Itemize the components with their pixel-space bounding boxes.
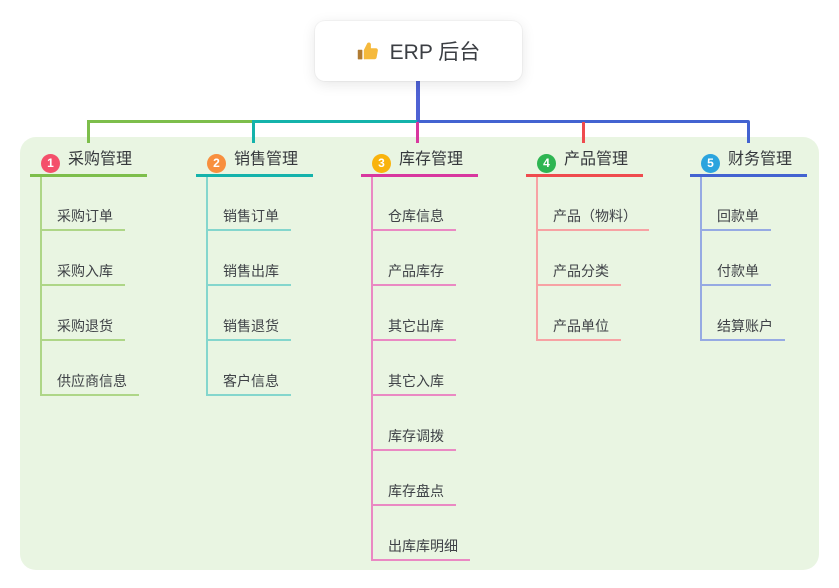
node-product-stock[interactable]: 产品库存 (371, 258, 456, 286)
connector-drop-product (582, 122, 585, 143)
branch-title-finance[interactable]: 5 财务管理 (690, 146, 808, 177)
branch-index-badge: 3 (372, 154, 391, 173)
thumbs-up-icon (357, 40, 380, 63)
node-sales-outbound[interactable]: 销售出库 (206, 258, 291, 286)
background-panel (20, 137, 819, 570)
connector-children-sales (206, 177, 208, 396)
branch-title-purchase[interactable]: 1 采购管理 (30, 146, 148, 177)
node-purchase-return[interactable]: 采购退货 (40, 313, 125, 341)
node-customer-info[interactable]: 客户信息 (206, 368, 291, 396)
connector-children-finance (700, 177, 702, 341)
node-purchase-order[interactable]: 采购订单 (40, 203, 125, 231)
node-supplier-info[interactable]: 供应商信息 (40, 368, 139, 396)
node-purchase-inbound[interactable]: 采购入库 (40, 258, 125, 286)
node-sales-return[interactable]: 销售退货 (206, 313, 291, 341)
connector-bus-teal (252, 120, 417, 123)
branch-index-badge: 1 (41, 154, 60, 173)
connector-drop-purchase (87, 122, 90, 143)
branch-title-sales[interactable]: 2 销售管理 (196, 146, 314, 177)
branch-index-badge: 5 (701, 154, 720, 173)
node-product-material[interactable]: 产品（物料） (536, 203, 649, 231)
node-other-outbound[interactable]: 其它出库 (371, 313, 456, 341)
node-warehouse-info[interactable]: 仓库信息 (371, 203, 456, 231)
node-receipt-bill[interactable]: 回款单 (700, 203, 771, 231)
node-product-unit[interactable]: 产品单位 (536, 313, 621, 341)
connector-children-inventory (371, 177, 373, 561)
node-sales-order[interactable]: 销售订单 (206, 203, 291, 231)
connector-drop-sales (252, 122, 255, 143)
connector-drop-finance (747, 122, 750, 143)
branch-index-badge: 4 (537, 154, 556, 173)
branch-title-label: 采购管理 (68, 151, 133, 168)
branch-title-inventory[interactable]: 3 库存管理 (361, 146, 479, 177)
node-stock-count[interactable]: 库存盘点 (371, 478, 456, 506)
connector-root-stem (416, 81, 420, 123)
connector-bus-blue (417, 120, 750, 123)
node-payment-bill[interactable]: 付款单 (700, 258, 771, 286)
root-title: ERP 后台 (389, 41, 481, 64)
branch-index-badge: 2 (207, 154, 226, 173)
branch-title-label: 财务管理 (728, 151, 793, 168)
connector-children-purchase (40, 177, 42, 396)
branch-title-label: 产品管理 (564, 151, 629, 168)
node-outbound-detail[interactable]: 出库库明细 (371, 533, 470, 561)
node-stock-transfer[interactable]: 库存调拨 (371, 423, 456, 451)
node-settlement-account[interactable]: 结算账户 (700, 313, 785, 341)
connector-drop-inventory (416, 122, 419, 143)
branch-title-label: 销售管理 (234, 151, 299, 168)
branch-title-product[interactable]: 4 产品管理 (526, 146, 644, 177)
connector-children-product (536, 177, 538, 341)
branch-title-label: 库存管理 (399, 151, 464, 168)
node-other-inbound[interactable]: 其它入库 (371, 368, 456, 396)
node-product-category[interactable]: 产品分类 (536, 258, 621, 286)
connector-bus-green (87, 120, 254, 123)
root-node[interactable]: ERP 后台 (315, 21, 522, 81)
